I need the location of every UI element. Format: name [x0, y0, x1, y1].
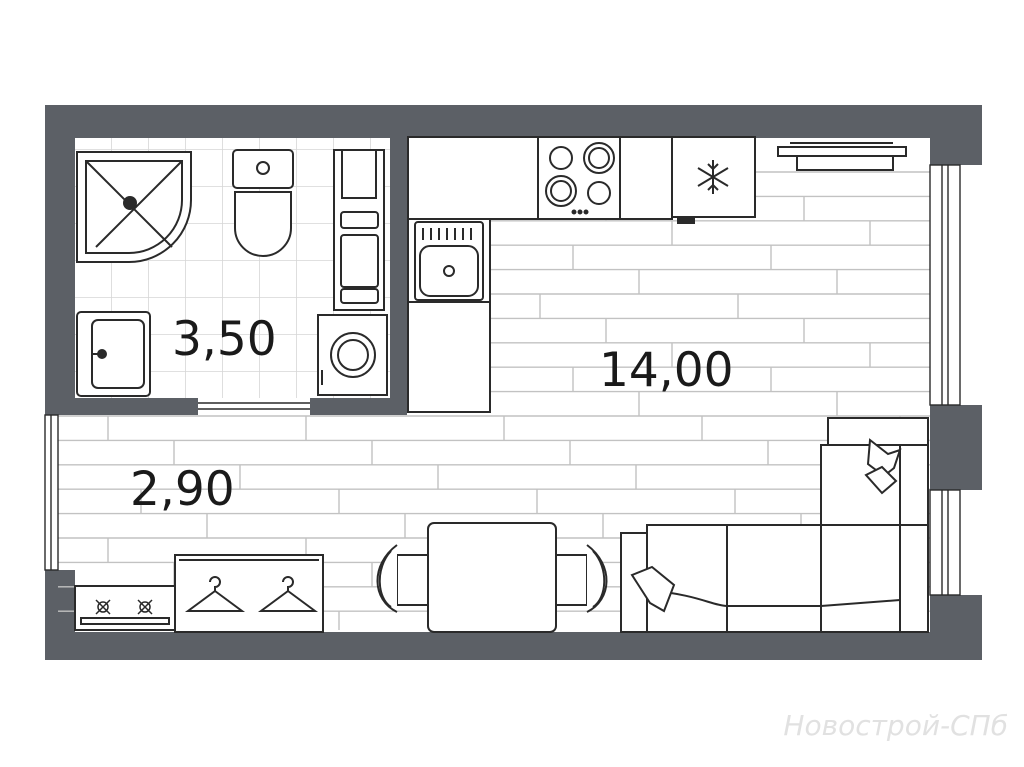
hanger-icon — [184, 576, 246, 612]
shower-cabin — [76, 151, 192, 263]
walls — [45, 105, 982, 660]
shoe-rack — [74, 585, 176, 631]
main-room-area: 14,00 — [599, 343, 734, 398]
watermark: Новострой-СПб — [783, 709, 1008, 742]
dining-table — [427, 522, 557, 633]
cooktop — [545, 142, 615, 215]
snowflake-icon — [697, 160, 729, 194]
sink — [414, 221, 484, 301]
washing-machine — [317, 314, 388, 396]
washbasin — [76, 311, 151, 397]
window-right-top — [929, 164, 961, 406]
hallway-area: 2,90 — [130, 462, 235, 517]
bathroom-cabinet — [333, 149, 385, 311]
entrance-door — [44, 414, 59, 571]
chair-right — [555, 544, 608, 613]
bathroom-door — [198, 402, 310, 410]
wardrobe — [174, 554, 324, 633]
window-right-bottom — [929, 489, 961, 596]
toilet — [232, 149, 294, 257]
radiator — [777, 142, 907, 171]
bathroom-area: 3,50 — [172, 312, 277, 367]
chair-left — [376, 544, 429, 613]
hanger-icon — [257, 576, 319, 612]
corner-sofa — [620, 417, 929, 633]
